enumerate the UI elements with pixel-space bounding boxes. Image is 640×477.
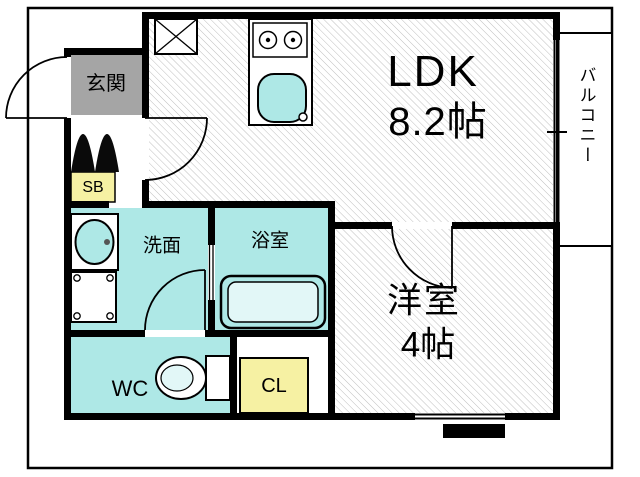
washer-pan-corner-4 [106,312,114,320]
ldk-label: LDK [387,47,479,96]
wall-right-lower [553,225,560,420]
sb-label: SB [82,179,104,196]
wall-hall-ldk-upper [142,19,149,118]
entrance-label: 玄関 [86,73,126,95]
wall-bottom-left [64,413,415,420]
washer-pan-corner-2 [106,274,114,282]
storage-door-arch-left [71,134,95,172]
closet-box [239,357,309,414]
wall-top-entrance [64,48,149,55]
wall-bath-divider-upper [208,208,215,245]
western-room-size-label: 4帖 [400,325,456,365]
bathtub-inner [227,281,319,323]
wall-washroom-top-right [145,201,335,208]
western-room-label: 洋室 [386,281,462,321]
bathroom-label: 浴室 [250,230,290,252]
wall-bottom-right [505,413,560,420]
wc-label: WC [111,376,149,401]
wall-western-top-left [328,222,392,229]
washroom-label: 洗面 [142,235,182,257]
sink-faucet [298,112,308,122]
washbasin-faucet [104,239,110,245]
pillar-bottom [443,424,505,438]
fridge-cross-line-2 [154,18,198,55]
ldk-door-arc [144,117,208,181]
balcony-outline [556,32,613,247]
wall-wc-top-right [205,330,335,337]
wall-central-vertical [328,201,335,420]
entrance-floor [71,55,142,115]
entrance-door-arc [5,56,68,119]
wall-wc-closet-divider [230,337,237,420]
doors [5,56,453,331]
storage-door-arch-right [95,134,119,172]
burner-dot-left [265,37,271,43]
windows [415,40,567,420]
wall-western-top-right [452,222,560,229]
washer-pan-corner-1 [73,274,81,282]
western-door-arc [391,225,453,289]
washbasin [74,219,115,265]
toilet-seat [160,364,194,392]
ldk-floor [149,19,553,222]
wall-bath-divider-lower [208,300,215,330]
wall-top-main [142,12,560,19]
wall-left-lower [64,118,71,420]
cl-label: CL [261,375,287,397]
burner-dot-right [290,37,296,43]
ldk-size-label: 8.2帖 [388,100,488,144]
walls [64,12,560,438]
toilet-tank [205,355,231,401]
wall-hall-ldk-lower [142,180,149,208]
wc-door-arc [144,269,206,331]
western-room-floor [335,229,553,413]
kitchen-sink [257,73,307,123]
washer-pan-corner-3 [73,312,81,320]
wall-wc-top-left [64,330,145,337]
wall-right-upper [553,12,560,40]
balcony-label: バルコニー [576,66,596,166]
wall-left-upper [64,48,71,57]
wall-washroom-top-left [64,201,109,208]
